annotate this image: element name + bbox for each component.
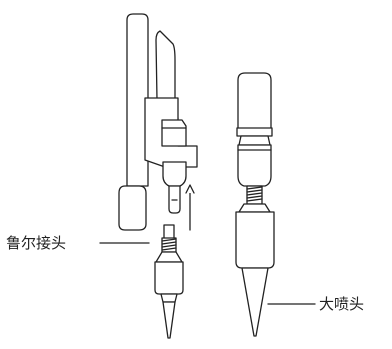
nozzle-cap-ring — [236, 127, 273, 137]
nozzle-knurl-body — [237, 144, 272, 187]
nozzle-lower-body — [235, 211, 275, 269]
handle-grip-base — [118, 185, 147, 231]
holder-cylinder — [161, 119, 187, 147]
luer-neck — [160, 293, 178, 303]
nozzle-tip — [241, 267, 269, 337]
insert-arrow-head — [185, 184, 195, 194]
handle-assembly — [118, 13, 198, 231]
nozzle-collar — [238, 135, 271, 146]
handle-rod — [126, 13, 149, 187]
luer-connector — [154, 224, 184, 339]
luer-cone — [155, 251, 183, 263]
nozzle-cap — [237, 72, 272, 131]
nozzle-shoulder — [238, 203, 271, 213]
luer-pin — [163, 224, 175, 240]
luer-connector-label: 鲁尔接头 — [6, 234, 67, 252]
luer-needle — [162, 301, 176, 339]
luer-body — [154, 261, 184, 295]
luer-thread-lines — [161, 238, 177, 251]
holder-body — [162, 161, 187, 187]
nozzle-thread-lines — [246, 186, 263, 202]
large-nozzle-assembly — [235, 72, 275, 337]
large-nozzle-label: 大喷头 — [319, 295, 365, 313]
